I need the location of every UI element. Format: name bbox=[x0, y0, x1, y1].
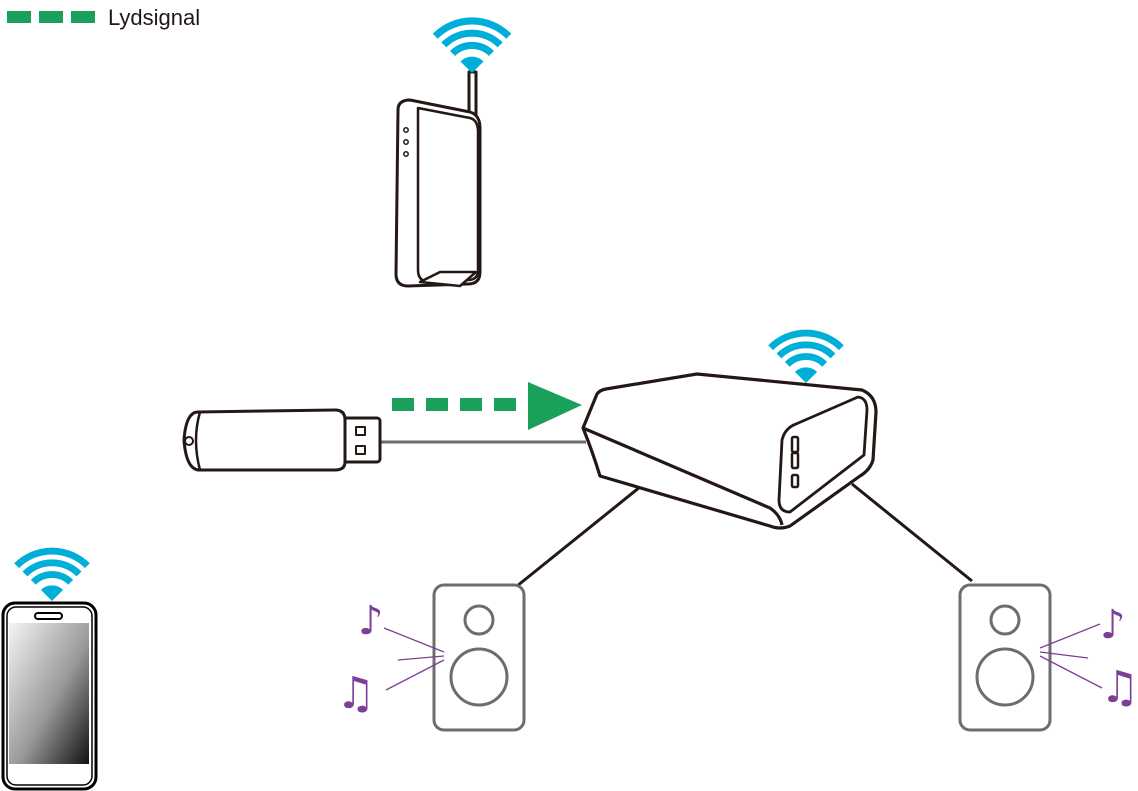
phone-wifi-icon bbox=[14, 547, 90, 601]
smartphone-icon bbox=[1, 601, 98, 791]
player-wifi-icon bbox=[768, 329, 844, 383]
router-wifi-icon bbox=[432, 17, 512, 73]
wifi-router-icon bbox=[394, 70, 482, 288]
speaker-right-icon bbox=[958, 583, 1052, 732]
legend-dashed-line bbox=[7, 11, 95, 23]
sound-lines-right bbox=[1039, 623, 1103, 689]
sound-lines-left bbox=[383, 627, 445, 691]
audio-signal-arrow bbox=[392, 382, 582, 430]
usb-stick-icon bbox=[182, 408, 382, 472]
wireless-player-icon bbox=[581, 372, 878, 530]
router-body bbox=[394, 98, 482, 288]
legend-label: Lydsignal bbox=[108, 5, 200, 30]
phone-screen bbox=[9, 623, 89, 764]
music-notes-icon: ♫ bbox=[1100, 662, 1138, 713]
music-notes-icon: ♫ bbox=[336, 668, 375, 719]
legend: Lydsignal bbox=[7, 5, 200, 30]
music-note-icon: ♪ bbox=[1100, 602, 1126, 648]
speaker-left-icon bbox=[432, 583, 526, 732]
speaker-cables bbox=[516, 482, 973, 588]
music-note-icon: ♪ bbox=[358, 598, 384, 644]
